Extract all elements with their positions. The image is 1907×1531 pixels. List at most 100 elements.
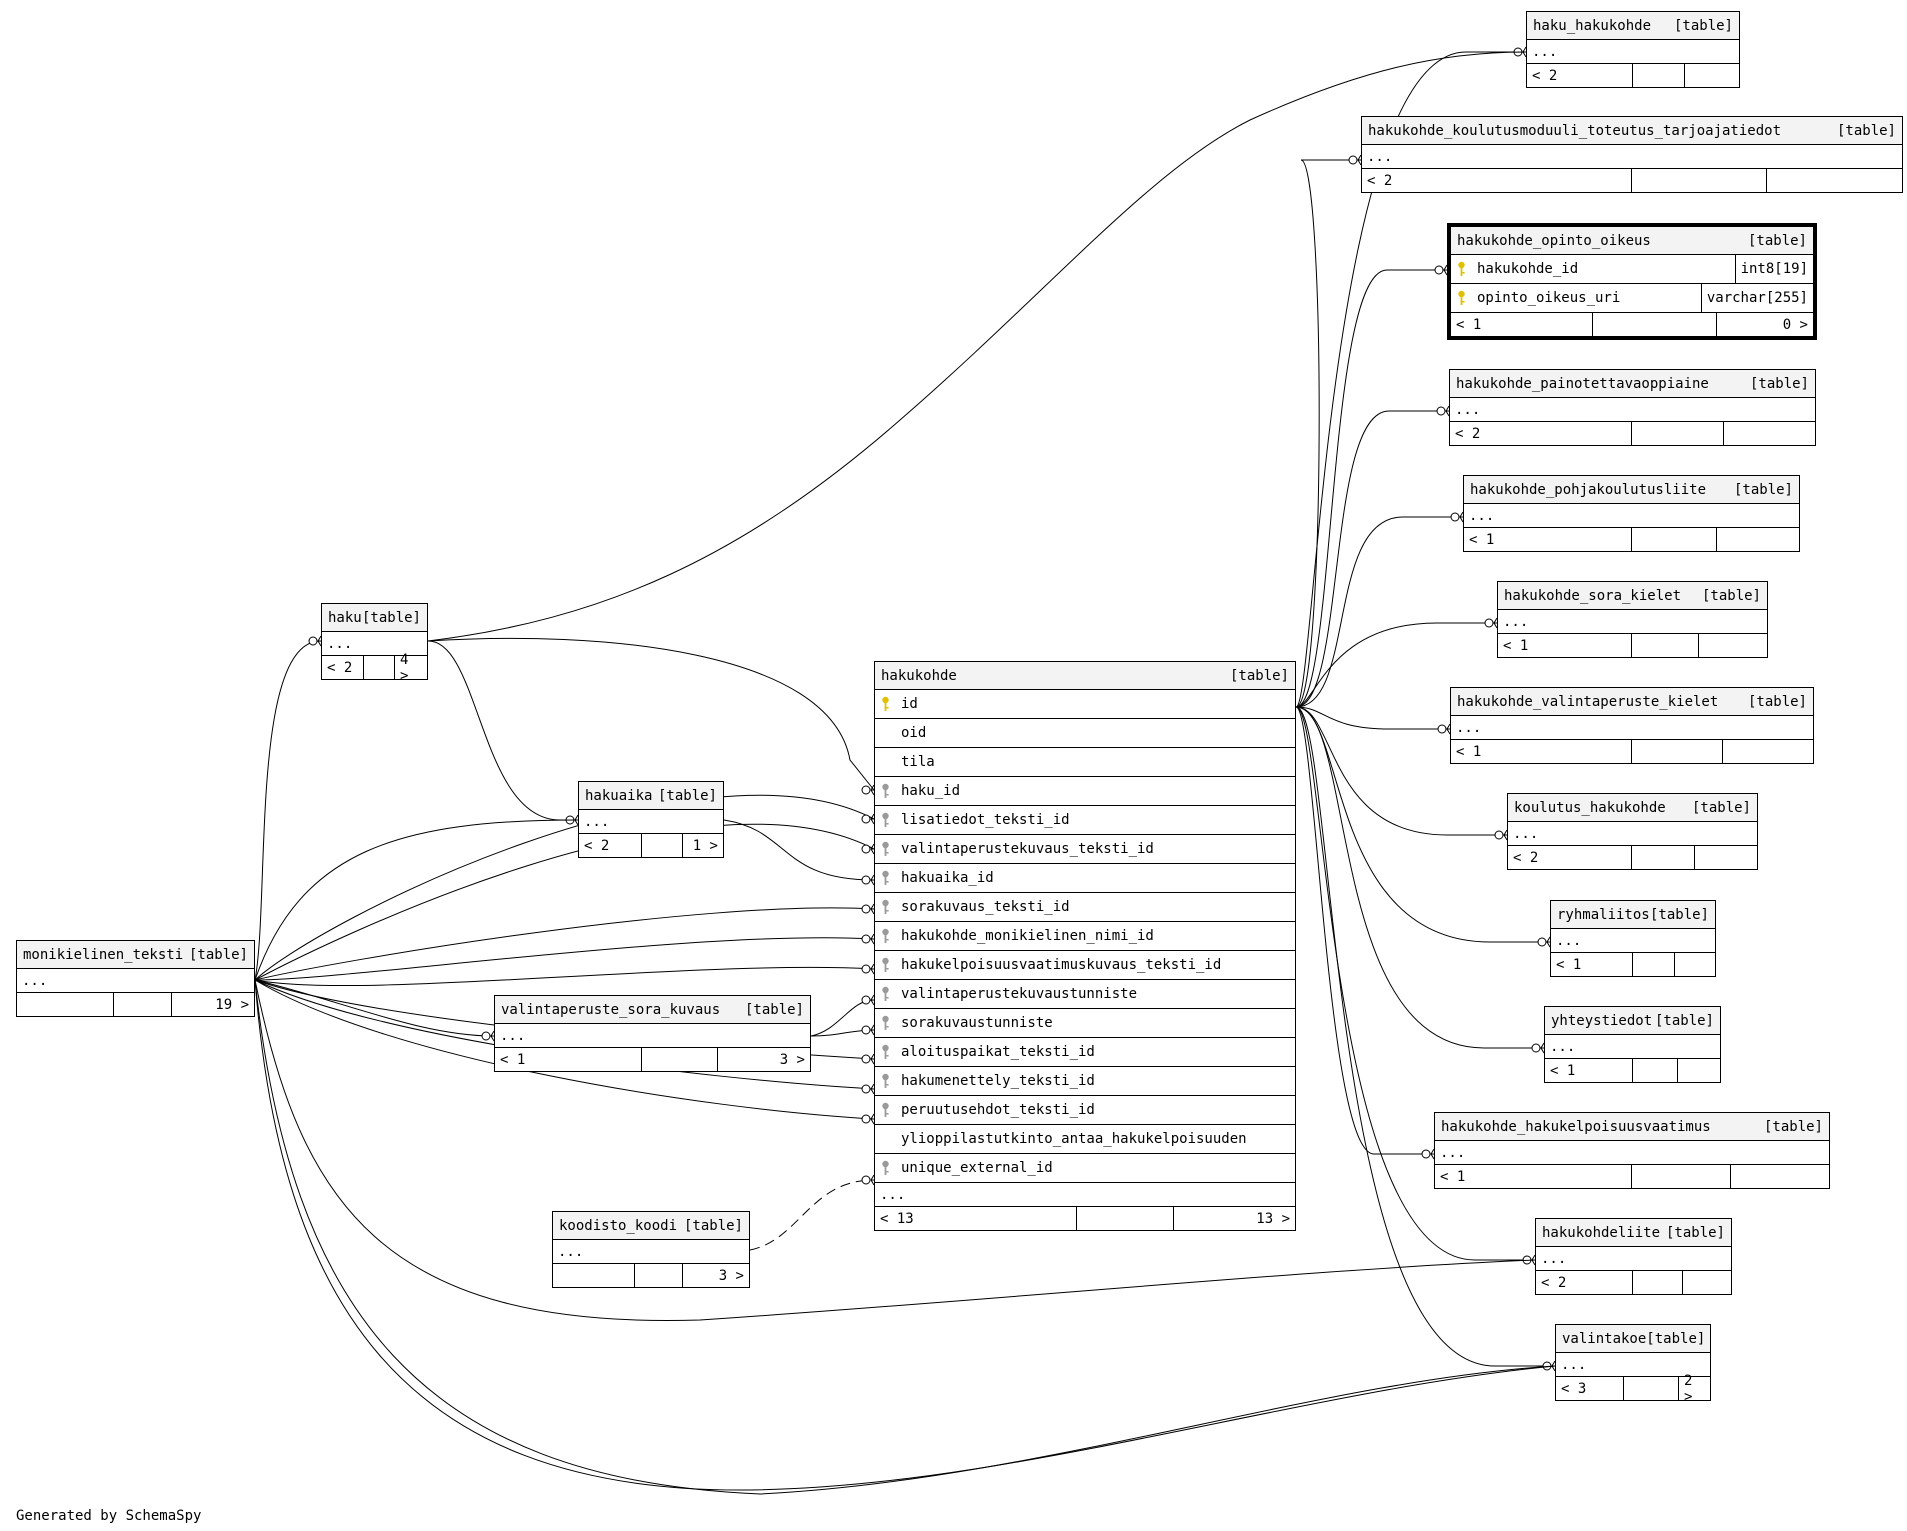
table-header[interactable]: yhteystiedot [table]	[1545, 1007, 1720, 1035]
table-hk_koulutusmoduuli[interactable]: hakukohde_koulutusmoduuli_toteutus_tarjo…	[1361, 116, 1903, 193]
parents-count[interactable]: 2 >	[1684, 1372, 1693, 1405]
column-row[interactable]: lisatiedot_teksti_id	[875, 806, 1295, 835]
parents-count[interactable]: 3 >	[718, 1267, 744, 1284]
table-koodisto_koodi[interactable]: koodisto_koodi [table]... 3 >	[552, 1211, 750, 1288]
more-columns[interactable]: ...	[495, 1024, 810, 1048]
more-columns[interactable]: ...	[1536, 1247, 1731, 1271]
parents-count[interactable]: 3 >	[779, 1051, 805, 1068]
children-count[interactable]: < 1	[495, 1048, 642, 1071]
parents-count[interactable]	[1699, 634, 1767, 657]
table-header[interactable]: hakukohde_hakukelpoisuusvaatimus [table]	[1435, 1113, 1829, 1141]
parents-count[interactable]	[1685, 64, 1739, 87]
children-count[interactable]	[17, 993, 114, 1016]
table-koulutus_hakukohde[interactable]: koulutus_hakukohde [table]... < 2	[1507, 793, 1758, 870]
table-hk_pohjakoulutus[interactable]: hakukohde_pohjakoulutusliite [table]... …	[1463, 475, 1800, 552]
table-header[interactable]: hakukohde_opinto_oikeus [table]	[1451, 227, 1813, 255]
column-row[interactable]: sorakuvaustunniste	[875, 1009, 1295, 1038]
column-row[interactable]: valintaperustekuvaus_teksti_id	[875, 835, 1295, 864]
children-count[interactable]: < 3	[1556, 1377, 1624, 1400]
parents-count[interactable]	[1767, 169, 1902, 192]
table-hakuaika[interactable]: hakuaika [table]... < 2 1 >	[578, 781, 724, 858]
column-row[interactable]: valintaperustekuvaustunniste	[875, 980, 1295, 1009]
more-columns[interactable]: ...	[1464, 504, 1799, 528]
table-hakukohdeliite[interactable]: hakukohdeliite [table]... < 2	[1535, 1218, 1732, 1295]
children-count[interactable]: < 1	[1435, 1165, 1632, 1188]
table-haku[interactable]: haku [table]... < 2 4 >	[321, 603, 428, 684]
children-count[interactable]: < 2	[1450, 422, 1632, 445]
table-header[interactable]: koodisto_koodi [table]	[553, 1212, 749, 1240]
more-columns[interactable]: ...	[1450, 398, 1815, 422]
more-columns[interactable]: ...	[1435, 1141, 1829, 1165]
column-row[interactable]: peruutusehdot_teksti_id	[875, 1096, 1295, 1125]
children-count[interactable]: < 2	[1508, 846, 1632, 869]
children-count[interactable]: < 1	[1551, 953, 1633, 976]
column-row[interactable]: ylioppilastutkinto_antaa_hakukelpoisuude…	[875, 1125, 1295, 1154]
table-hk_opinto_oikeus[interactable]: hakukohde_opinto_oikeus [table]hakukohde…	[1447, 223, 1817, 340]
children-count[interactable]: < 1	[1451, 740, 1632, 763]
table-header[interactable]: hakukohde [table]	[875, 662, 1295, 690]
table-header[interactable]: hakukohde_pohjakoulutusliite [table]	[1464, 476, 1799, 504]
children-count[interactable]: < 2	[1536, 1271, 1633, 1294]
table-header[interactable]: hakukohdeliite [table]	[1536, 1219, 1731, 1247]
more-columns[interactable]: ...	[579, 810, 723, 834]
parents-count[interactable]	[1695, 846, 1757, 869]
table-hk_valintaperuste_kielet[interactable]: hakukohde_valintaperuste_kielet [table].…	[1450, 687, 1814, 764]
parents-count[interactable]	[1724, 422, 1815, 445]
column-row[interactable]: id	[875, 690, 1295, 719]
more-columns[interactable]: ...	[553, 1240, 749, 1264]
table-header[interactable]: valintakoe [table]	[1556, 1325, 1710, 1353]
more-columns[interactable]: ...	[1545, 1035, 1720, 1059]
more-columns[interactable]: ...	[1362, 145, 1902, 169]
table-header[interactable]: hakukohde_koulutusmoduuli_toteutus_tarjo…	[1362, 117, 1902, 145]
parents-count[interactable]: 1 >	[692, 837, 718, 854]
table-header[interactable]: koulutus_hakukohde [table]	[1508, 794, 1757, 822]
table-hk_hakukelpoisuus[interactable]: hakukohde_hakukelpoisuusvaatimus [table]…	[1434, 1112, 1830, 1189]
parents-count[interactable]: 19 >	[215, 996, 249, 1013]
children-count[interactable]: < 13	[875, 1207, 1077, 1230]
children-count[interactable]: < 2	[1362, 169, 1632, 192]
table-header[interactable]: haku_hakukohde [table]	[1527, 12, 1739, 40]
children-count[interactable]: < 1	[1498, 634, 1632, 657]
more-columns[interactable]: ...	[1551, 929, 1715, 953]
table-ryhmaliitos[interactable]: ryhmaliitos [table]... < 1	[1550, 900, 1716, 977]
column-row[interactable]: hakukelpoisuusvaatimuskuvaus_teksti_id	[875, 951, 1295, 980]
more-columns[interactable]: ...	[322, 632, 427, 656]
column-row[interactable]: sorakuvaus_teksti_id	[875, 893, 1295, 922]
table-header[interactable]: monikielinen_teksti [table]	[17, 941, 254, 969]
more-columns[interactable]: ...	[17, 969, 254, 993]
parents-count[interactable]	[1678, 1059, 1720, 1082]
parents-count[interactable]: 0 >	[1782, 316, 1808, 333]
children-count[interactable]	[553, 1264, 635, 1287]
more-columns[interactable]: ...	[1527, 40, 1739, 64]
children-count[interactable]: < 2	[1527, 64, 1633, 87]
table-valintaperuste_sora_kuvaus[interactable]: valintaperuste_sora_kuvaus [table]... < …	[494, 995, 811, 1072]
column-row[interactable]: hakuaika_id	[875, 864, 1295, 893]
more-columns[interactable]: ...	[1508, 822, 1757, 846]
children-count[interactable]: < 2	[579, 834, 642, 857]
table-header[interactable]: hakukohde_valintaperuste_kielet [table]	[1451, 688, 1813, 716]
more-columns[interactable]: ...	[1498, 610, 1767, 634]
table-header[interactable]: hakukohde_painotettavaoppiaine [table]	[1450, 370, 1815, 398]
column-row[interactable]: aloituspaikat_teksti_id	[875, 1038, 1295, 1067]
more-columns[interactable]: ...	[875, 1183, 1295, 1207]
parents-count[interactable]	[1683, 1271, 1731, 1294]
parents-count[interactable]	[1675, 953, 1715, 976]
parents-count[interactable]: 4 >	[400, 651, 409, 684]
table-header[interactable]: ryhmaliitos [table]	[1551, 901, 1715, 929]
children-count[interactable]: < 1	[1545, 1059, 1633, 1082]
column-row[interactable]: oid	[875, 719, 1295, 748]
table-monikielinen_teksti[interactable]: monikielinen_teksti [table]... 19 >	[16, 940, 255, 1017]
table-header[interactable]: hakuaika [table]	[579, 782, 723, 810]
parents-count[interactable]	[1723, 740, 1813, 763]
table-haku_hakukohde[interactable]: haku_hakukohde [table]... < 2	[1526, 11, 1740, 88]
column-row[interactable]: hakukohde_monikielinen_nimi_id	[875, 922, 1295, 951]
more-columns[interactable]: ...	[1556, 1353, 1710, 1377]
children-count[interactable]: < 2	[322, 656, 364, 679]
table-hk_painotettava[interactable]: hakukohde_painotettavaoppiaine [table]..…	[1449, 369, 1816, 446]
children-count[interactable]: < 1	[1464, 528, 1632, 551]
children-count[interactable]: < 1	[1451, 313, 1593, 336]
column-row[interactable]: haku_id	[875, 777, 1295, 806]
table-valintakoe[interactable]: valintakoe [table]... < 3 2 >	[1555, 1324, 1711, 1405]
